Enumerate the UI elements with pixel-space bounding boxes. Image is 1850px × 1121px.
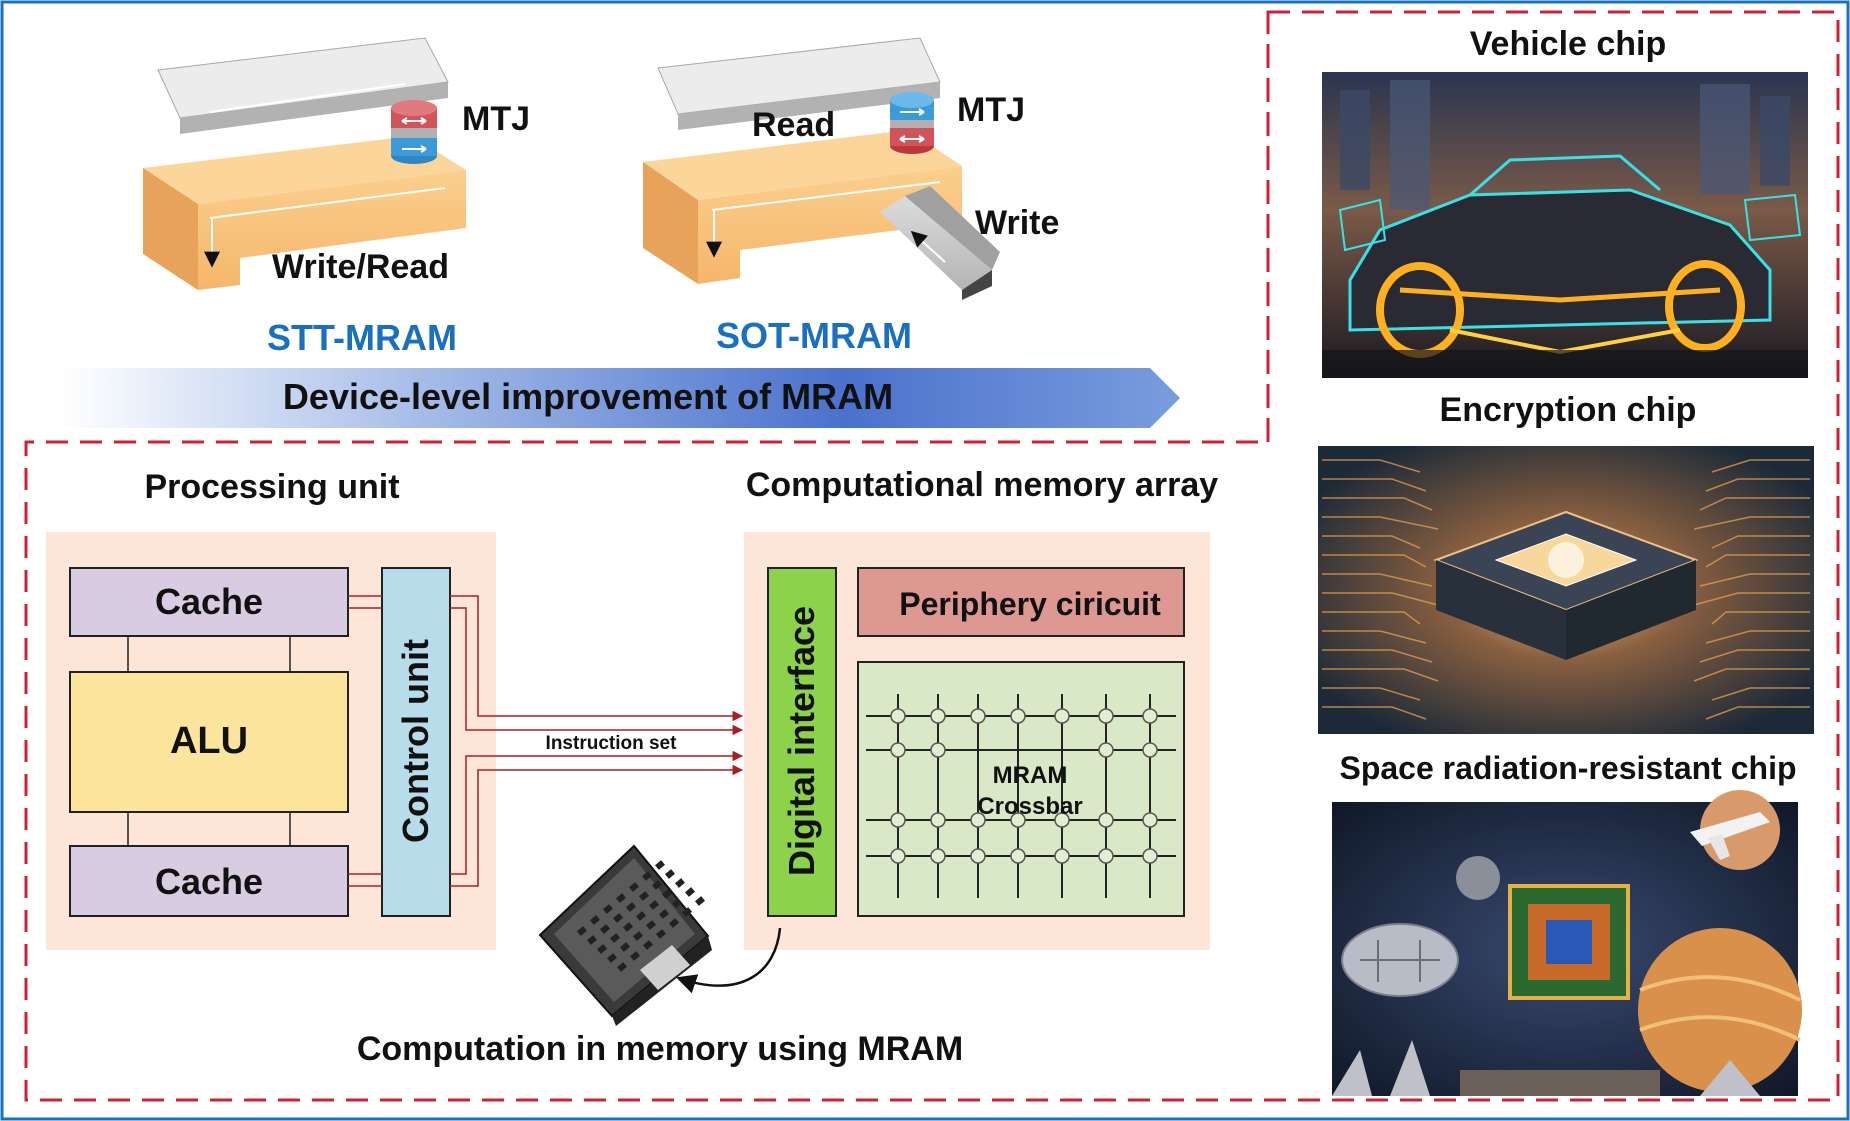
space-chip-image — [1332, 790, 1802, 1096]
instruction-signal-lines — [348, 595, 744, 887]
control-unit-label: Control unit — [395, 639, 436, 843]
cache-bottom-label: Cache — [154, 861, 264, 902]
cim-footer-label: Computation in memory using MRAM — [356, 1030, 964, 1068]
encryption-chip-title: Encryption chip — [1439, 391, 1697, 429]
crossbar-label-line2: Crossbar — [977, 793, 1083, 820]
periphery-circuit-label: Periphery ciricuit — [899, 586, 1161, 622]
instruction-set-label: Instruction set — [545, 733, 677, 754]
processing-unit-title: Processing unit — [144, 468, 400, 506]
crossbar-grid — [866, 694, 1176, 898]
stt-mtj-stack-icon — [391, 100, 437, 164]
sot-mtj-label: MTJ — [957, 91, 1025, 129]
stt-write-read-label: Write/Read — [272, 248, 449, 286]
periphery-circuit-box — [857, 567, 1185, 637]
stt-mram-device — [143, 37, 466, 290]
encryption-chip-image — [1318, 446, 1814, 734]
cache-top-box — [69, 567, 349, 637]
laptop-icon — [538, 844, 712, 1026]
crossbar-box — [857, 661, 1185, 917]
sot-mram-device — [643, 37, 1000, 300]
alu-label: ALU — [169, 720, 249, 762]
sot-read-label: Read — [752, 106, 836, 144]
cache-top-label: Cache — [154, 581, 264, 622]
sot-mram-title: SOT-MRAM — [716, 315, 912, 356]
digital-interface-label: Digital interface — [781, 605, 822, 877]
memory-array-title: Computational memory array — [745, 466, 1219, 504]
sot-write-label: Write — [975, 204, 1060, 242]
space-chip-title: Space radiation-resistant chip — [1339, 750, 1797, 786]
laptop-arrow — [676, 927, 782, 994]
improvement-arrow — [60, 368, 1180, 428]
improvement-arrow-label: Device-level improvement of MRAM — [282, 376, 894, 417]
alu-box — [69, 671, 349, 813]
cache-bottom-box — [69, 845, 349, 917]
section-borders — [24, 10, 1840, 1102]
crossbar-label-line1: MRAM — [992, 762, 1068, 789]
vehicle-chip-title: Vehicle chip — [1469, 25, 1667, 63]
stt-mtj-label: MTJ — [462, 100, 530, 138]
sot-mtj-stack-icon — [890, 92, 934, 154]
stt-mram-title: STT-MRAM — [267, 317, 457, 358]
vehicle-chip-image — [1322, 72, 1808, 378]
digital-interface-box — [767, 567, 837, 917]
control-unit-box — [381, 567, 451, 917]
